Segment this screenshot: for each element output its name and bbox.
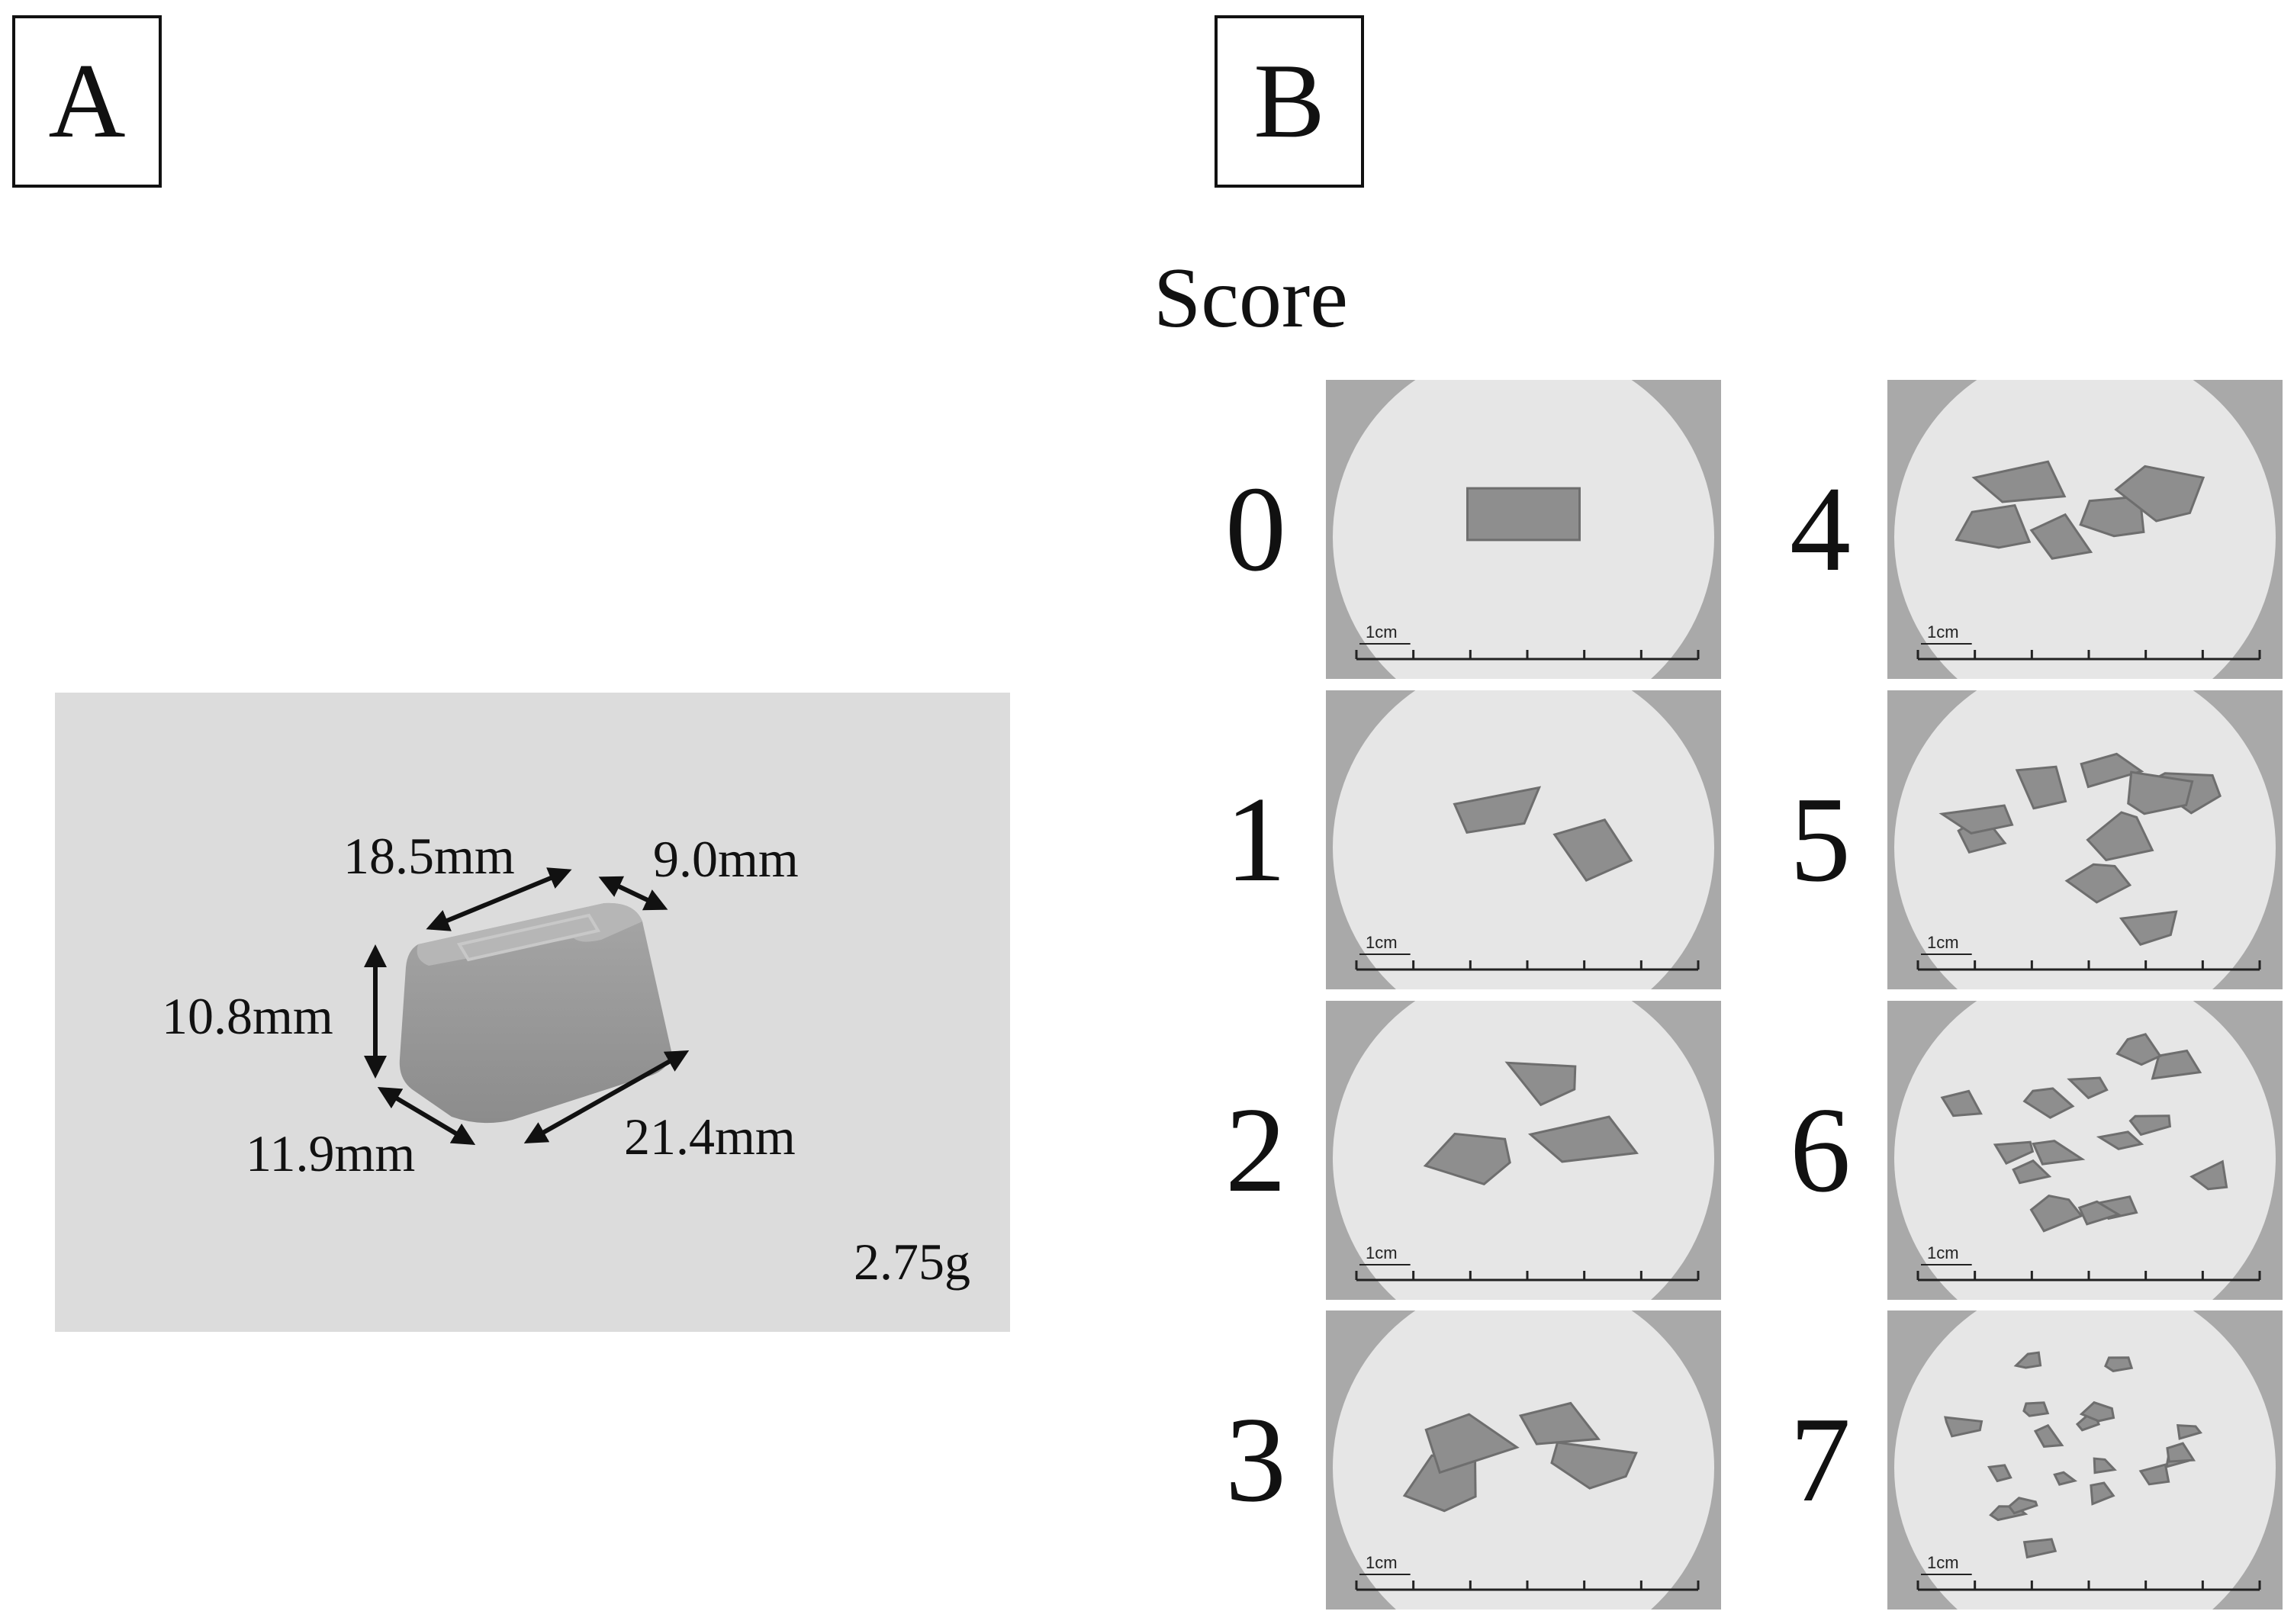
gel-fragment xyxy=(2032,1140,2086,1166)
gel-fragment xyxy=(2086,811,2154,862)
score-photo-1: 1cm xyxy=(1326,690,1721,989)
scale-bar: 1cm xyxy=(1355,933,1700,971)
score-photo-7: 1cm xyxy=(1887,1310,2283,1610)
gel-fragment xyxy=(2029,513,2093,560)
score-photo-6: 1cm xyxy=(1887,1001,2283,1300)
gel-fragment xyxy=(1987,1464,2012,1483)
gel-fragment xyxy=(1402,1454,1477,1513)
scale-label: 1cm xyxy=(1927,933,1959,952)
gel-fragment xyxy=(2080,752,2144,789)
gel-fragment xyxy=(2138,1463,2170,1486)
scale-bar: 1cm xyxy=(1916,622,2261,661)
scale-label: 1cm xyxy=(1927,1243,1959,1262)
scale-bar: 1cm xyxy=(1355,1553,1700,1591)
gel-fragment xyxy=(1504,1061,1577,1107)
dish xyxy=(1894,380,2276,679)
gel-fragment xyxy=(2176,1424,2202,1440)
gel-block-illustration xyxy=(364,867,690,1146)
gel-fragment xyxy=(1940,1089,1983,1118)
gel-fragment xyxy=(2015,765,2067,810)
dish xyxy=(1333,690,1714,989)
scale-label: 1cm xyxy=(1366,622,1398,642)
gel-fragment xyxy=(2022,1538,2058,1559)
gel-fragment xyxy=(2007,1497,2038,1515)
gel-fragment xyxy=(2022,1087,2075,1119)
gel-fragment xyxy=(2077,1200,2122,1226)
gel-fragment xyxy=(2119,910,2178,946)
gel-fragment xyxy=(2189,1159,2228,1191)
gel-fragment xyxy=(2022,1401,2050,1417)
scale-label: 1cm xyxy=(1366,1553,1398,1572)
scale-bar: 1cm xyxy=(1916,1553,2261,1591)
gel-fragment xyxy=(1993,1140,2035,1166)
gel-fragment xyxy=(2013,1351,2042,1369)
scale-label: 1cm xyxy=(1927,1553,1959,1572)
length-top-label: 18.5mm xyxy=(343,827,515,885)
gel-fragment xyxy=(2053,1471,2078,1486)
scale-bar: 1cm xyxy=(1916,1243,2261,1282)
gel-fragment xyxy=(1453,786,1542,834)
gel-fragment xyxy=(1423,1132,1511,1185)
gel-fragment xyxy=(2114,465,2206,523)
gel-fragment xyxy=(2096,1130,2144,1150)
score-number-3: 3 xyxy=(1225,1391,1286,1527)
gel-fragment xyxy=(2093,1457,2117,1474)
gel-fragment xyxy=(1424,1413,1520,1474)
gel-fragment xyxy=(1550,1441,1638,1490)
scale-label: 1cm xyxy=(1366,1243,1398,1262)
gel-fragment xyxy=(1938,804,2014,835)
panel-b-label: B xyxy=(1215,15,1364,188)
gel-fragment xyxy=(2128,1114,2172,1137)
weight-label: 2.75g xyxy=(854,1233,970,1291)
score-photo-3: 1cm xyxy=(1326,1310,1721,1610)
gel-fragment xyxy=(1466,487,1581,542)
gel-fragment xyxy=(1971,460,2067,503)
gel-fragment xyxy=(2166,1442,2196,1463)
gel-fragment xyxy=(2012,1159,2052,1185)
gel-fragment xyxy=(2064,863,2132,904)
scale-bar: 1cm xyxy=(1916,933,2261,971)
score-number-5: 5 xyxy=(1790,771,1851,907)
gel-fragment xyxy=(2079,1400,2115,1423)
height-label: 10.8mm xyxy=(162,987,333,1045)
depth-bottom-label: 11.9mm xyxy=(246,1124,416,1182)
score-photo-4: 1cm xyxy=(1887,380,2283,679)
score-photo-2: 1cm xyxy=(1326,1001,1721,1300)
gel-fragment xyxy=(1552,818,1633,882)
gel-fragment xyxy=(1518,1401,1601,1446)
depth-top-label: 9.0mm xyxy=(653,830,799,888)
score-number-2: 2 xyxy=(1225,1082,1286,1217)
gel-fragment xyxy=(2067,1076,2109,1100)
gel-fragment xyxy=(2090,1481,2115,1506)
scale-label: 1cm xyxy=(1927,622,1959,642)
gel-fragment xyxy=(2033,1423,2064,1448)
gel-fragment xyxy=(2029,1194,2083,1233)
dish xyxy=(1333,1001,1714,1300)
panel-a-label: A xyxy=(12,15,162,188)
scale-bar: 1cm xyxy=(1355,1243,1700,1282)
gel-fragment xyxy=(2115,1033,2162,1066)
dish xyxy=(1894,1310,2276,1610)
gel-fragment xyxy=(1955,503,2032,549)
gel-fragment xyxy=(2127,770,2194,815)
score-number-4: 4 xyxy=(1790,461,1851,597)
gel-fragment xyxy=(2104,1356,2134,1372)
gel-fragment xyxy=(1527,1115,1639,1163)
score-number-1: 1 xyxy=(1225,771,1286,907)
gel-fragment xyxy=(1944,1416,1984,1438)
score-photo-5: 1cm xyxy=(1887,690,2283,989)
dish xyxy=(1333,1310,1714,1610)
length-bottom-label: 21.4mm xyxy=(624,1108,796,1166)
dish xyxy=(1894,690,2276,989)
score-number-6: 6 xyxy=(1790,1082,1851,1217)
score-number-0: 0 xyxy=(1225,461,1286,597)
gel-sample-photo: 18.5mm 9.0mm 10.8mm 11.9mm 21.4mm 2.75g xyxy=(55,693,1010,1332)
scale-label: 1cm xyxy=(1366,933,1398,952)
score-number-7: 7 xyxy=(1790,1391,1851,1527)
score-title: Score xyxy=(1153,251,1349,346)
scale-bar: 1cm xyxy=(1355,622,1700,661)
score-photo-0: 1cm xyxy=(1326,380,1721,679)
